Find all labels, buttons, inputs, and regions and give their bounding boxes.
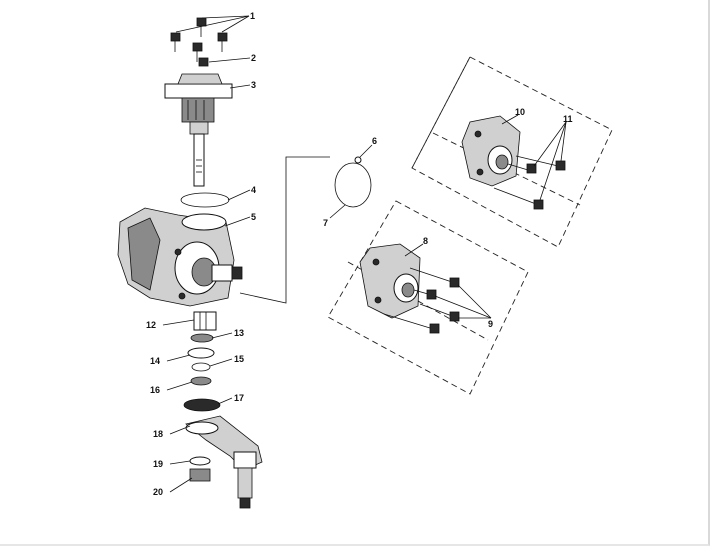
housing-10 (461, 115, 521, 187)
callout-8: 8 (423, 236, 428, 246)
seal-17 (183, 398, 221, 412)
callout-5: 5 (251, 212, 256, 222)
callout-11: 11 (563, 114, 573, 124)
callout-19: 19 (153, 459, 163, 469)
leader-lines (162, 15, 567, 493)
nut-2 (198, 57, 209, 67)
housing-8-box (327, 200, 529, 395)
nut-20 (189, 468, 211, 482)
callout-16: 16 (150, 385, 160, 395)
bearing-12 (193, 311, 217, 331)
callout-12: 12 (146, 320, 156, 330)
housing-8 (359, 243, 421, 319)
callout-15: 15 (234, 354, 244, 364)
callout-6: 6 (372, 136, 377, 146)
gear-housing-5 (117, 207, 243, 307)
snap-ring-15 (191, 362, 211, 372)
seal-ring-7 (334, 162, 372, 208)
callout-7: 7 (323, 218, 328, 228)
callout-14: 14 (150, 356, 160, 366)
callout-13: 13 (234, 328, 244, 338)
bolts-1 (170, 17, 228, 62)
side-cover-shaft-3 (164, 73, 233, 187)
small-o-ring-6 (354, 156, 362, 164)
bolts-9 (383, 267, 460, 334)
callout-18: 18 (153, 429, 163, 439)
callout-3: 3 (251, 80, 256, 90)
callout-4: 4 (251, 185, 256, 195)
callout-1: 1 (250, 11, 255, 21)
callout-9: 9 (488, 319, 493, 329)
seal-13 (190, 333, 214, 343)
washer-19 (189, 456, 211, 466)
housing-10-box-edge (411, 56, 471, 169)
callout-10: 10 (515, 107, 525, 117)
bolts-11 (493, 155, 566, 210)
washer-14 (187, 347, 215, 359)
o-ring-4 (180, 192, 230, 208)
connector-line (239, 156, 330, 304)
washer-16 (190, 376, 212, 386)
callout-2: 2 (251, 53, 256, 63)
pitman-arm-18 (185, 415, 263, 509)
callout-20: 20 (153, 487, 163, 497)
callout-labels: 1 2 3 4 5 6 7 8 9 10 11 12 13 14 15 16 1… (146, 11, 573, 497)
callout-17: 17 (234, 393, 244, 403)
